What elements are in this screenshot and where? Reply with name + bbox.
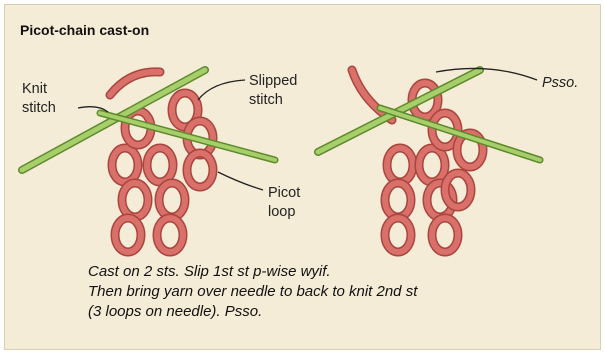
chain-loop <box>122 183 148 217</box>
slipped-stitch-pointer <box>198 80 245 100</box>
chain-loop <box>432 218 458 252</box>
chain-loop <box>445 173 471 207</box>
left-diagram <box>22 70 275 252</box>
chain-loop <box>157 218 183 252</box>
caption-line: Then bring yarn over needle to back to k… <box>88 282 568 302</box>
caption-line: Cast on 2 sts. Slip 1st st p-wise wyif. <box>88 262 568 282</box>
chain-loop <box>115 218 141 252</box>
psso-pointer <box>436 68 537 80</box>
picot-loop-pointer <box>218 172 263 190</box>
picot-loop-label: Picot loop <box>268 184 300 222</box>
chain-loop <box>419 148 445 182</box>
chain-loop <box>385 218 411 252</box>
chain-loop <box>112 148 138 182</box>
diagram-title: Picot-chain cast-on <box>20 22 149 38</box>
psso-label: Psso. <box>542 74 578 93</box>
right-diagram <box>318 68 540 252</box>
chain-loop <box>387 148 413 182</box>
slipped-stitch-label: Slipped stitch <box>249 72 297 110</box>
chain-loop <box>385 183 411 217</box>
knit-stitch-label: Knit stitch <box>22 80 56 118</box>
instruction-caption: Cast on 2 sts. Slip 1st st p-wise wyif. … <box>88 262 568 322</box>
caption-line: (3 loops on needle). Psso. <box>88 302 568 322</box>
chain-loop <box>159 183 185 217</box>
chain-loop <box>147 148 173 182</box>
